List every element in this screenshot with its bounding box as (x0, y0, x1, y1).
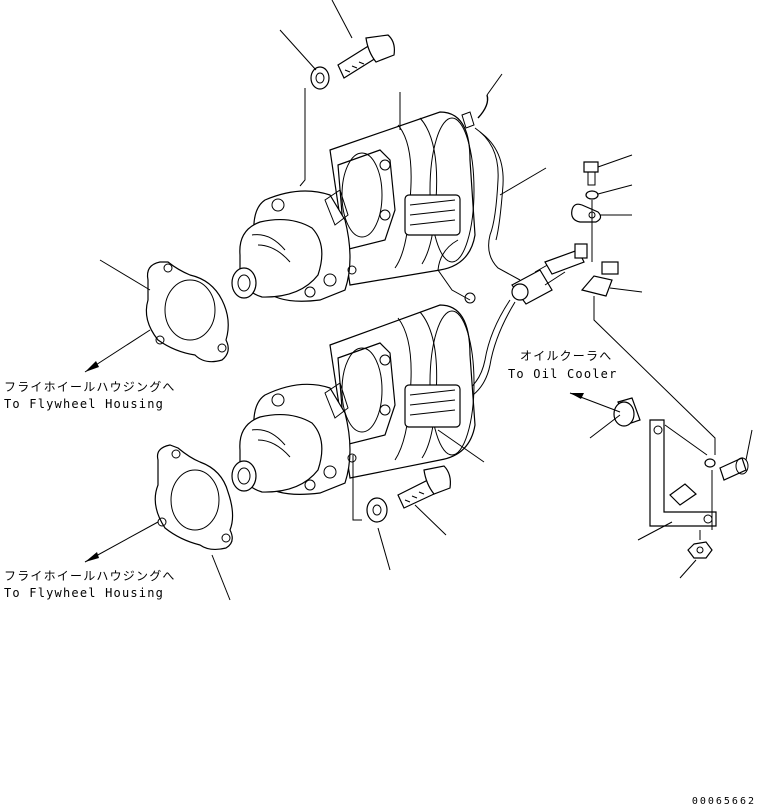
bracket-washer (704, 458, 716, 468)
leader-lines (99, 0, 753, 601)
figure-number: 00065662 (691, 796, 756, 807)
oil-cooler-arrow (569, 392, 621, 413)
oil-cooler-label-jp: オイルクーラへ (520, 349, 613, 363)
clip-bolt (583, 161, 599, 186)
flywheel-upper-label-jp: フライホイールハウジングへ (4, 380, 176, 394)
bracket-nut (687, 541, 713, 559)
bracket-bolt (719, 457, 749, 481)
oil-cooler-label-en: To Oil Cooler (508, 367, 618, 381)
wiring-harness (437, 94, 566, 401)
upper-bolt (337, 34, 395, 79)
upper-washer (310, 66, 330, 90)
rubber-sleeve (613, 397, 641, 427)
lower-starter-motor (231, 304, 476, 495)
relay-connector (544, 243, 619, 275)
upper-gasket (145, 261, 229, 363)
flywheel-arrow-upper (84, 329, 151, 373)
bracket-plate (580, 275, 613, 297)
flywheel-arrow-lower (84, 521, 159, 563)
lower-washer (366, 497, 388, 523)
flywheel-lower-label-en: To Flywheel Housing (4, 586, 165, 600)
lower-gasket (154, 444, 234, 551)
flywheel-lower-label-jp: フライホイールハウジングへ (4, 569, 176, 583)
flywheel-upper-label-en: To Flywheel Housing (4, 397, 165, 411)
lower-bolt (397, 465, 451, 509)
support-bracket (649, 419, 717, 527)
upper-starter-motor (231, 111, 476, 302)
clip (571, 203, 602, 223)
clip-washer (585, 190, 599, 200)
